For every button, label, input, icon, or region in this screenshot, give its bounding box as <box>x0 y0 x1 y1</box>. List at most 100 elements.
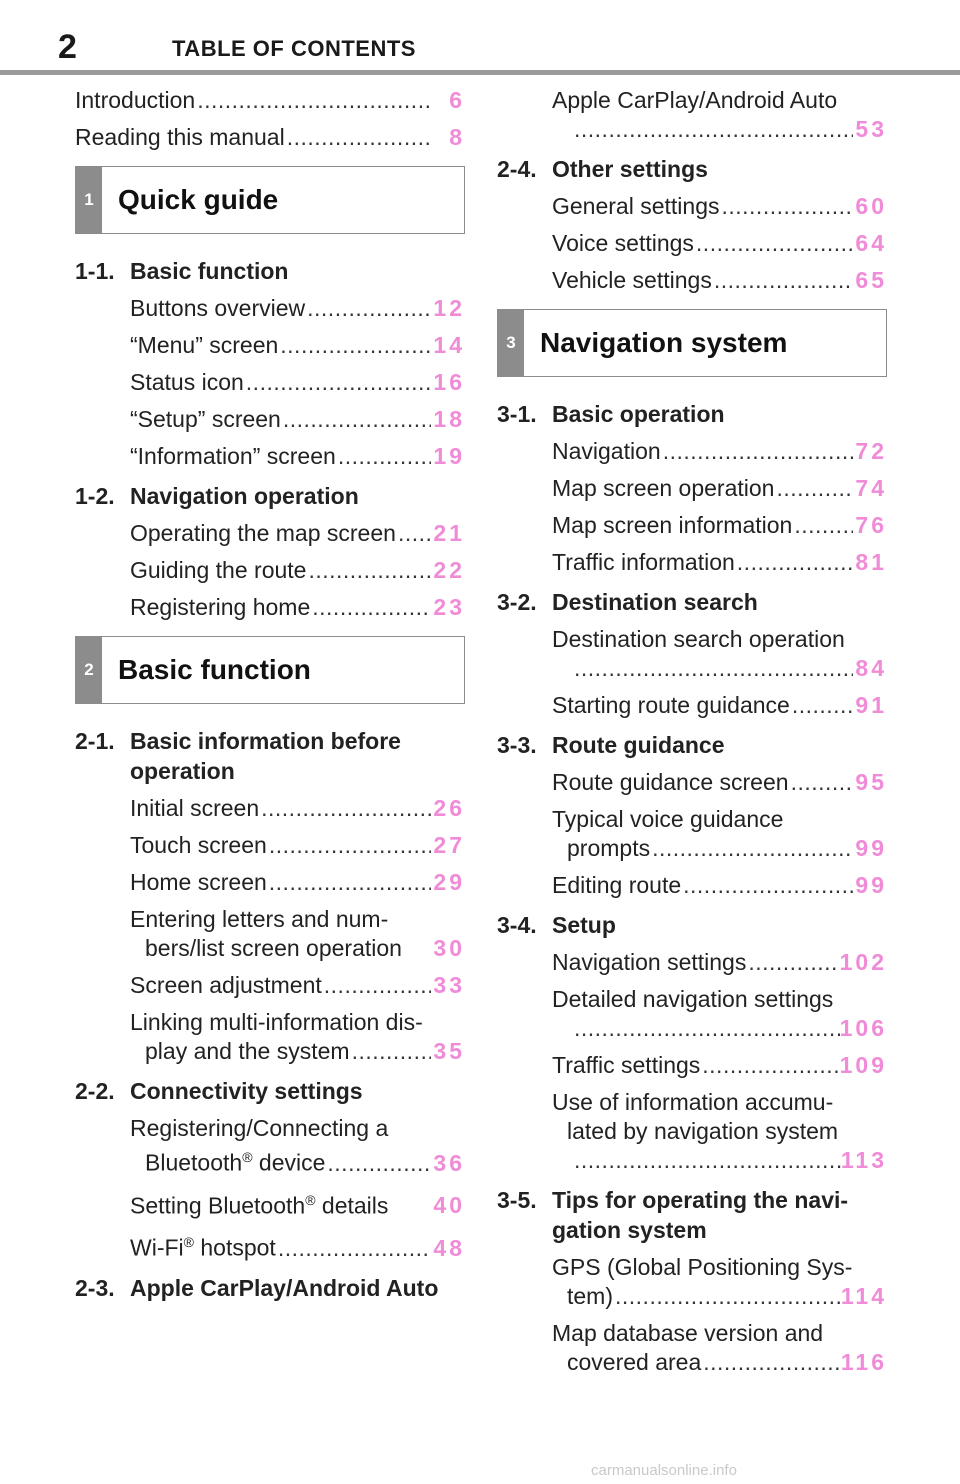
page-link[interactable]: 95 <box>855 769 887 795</box>
page-link[interactable]: 116 <box>840 1349 887 1375</box>
chapter-tab: 2 <box>76 637 102 703</box>
toc-entry[interactable]: “Setup” screen18 <box>75 405 465 434</box>
toc-entry[interactable]: Registering/Connecting a Bluetooth® devi… <box>75 1114 465 1178</box>
toc-entry-introduction[interactable]: Introduction 6 <box>75 86 465 115</box>
page-link[interactable]: 6 <box>449 87 465 113</box>
page-link[interactable]: 99 <box>855 872 887 898</box>
chapter-1-box[interactable]: 1 Quick guide <box>75 166 465 234</box>
page-number: 2 <box>58 28 77 66</box>
page-link[interactable]: 12 <box>433 295 465 321</box>
toc-entry[interactable]: Linking multi-information dis- play and … <box>75 1008 465 1066</box>
toc-entry[interactable]: Operating the map screen21 <box>75 519 465 548</box>
toc-entry[interactable]: Map screen operation74 <box>497 474 887 503</box>
toc-entry[interactable]: Apple CarPlay/Android Auto 53 <box>497 86 887 144</box>
page-link[interactable]: 72 <box>855 438 887 464</box>
toc-entry[interactable]: Traffic settings109 <box>497 1051 887 1080</box>
page-link[interactable]: 106 <box>839 1015 887 1041</box>
toc-entry[interactable]: Registering home23 <box>75 593 465 622</box>
page-link[interactable]: 14 <box>433 332 465 358</box>
page-link[interactable]: 16 <box>433 369 465 395</box>
toc-entry[interactable]: “Menu” screen14 <box>75 331 465 360</box>
page-link[interactable]: 26 <box>433 795 465 821</box>
toc-entry[interactable]: Voice settings64 <box>497 229 887 258</box>
page-link[interactable]: 18 <box>433 406 465 432</box>
right-column: Apple CarPlay/Android Auto 53 2-4.Other … <box>497 86 887 1385</box>
section-heading: 1-2.Navigation operation <box>75 483 359 509</box>
header-title: TABLE OF CONTENTS <box>172 36 416 61</box>
page-link[interactable]: 35 <box>433 1038 465 1064</box>
page-link[interactable]: 65 <box>855 267 887 293</box>
page-link[interactable]: 29 <box>433 869 465 895</box>
toc-entry[interactable]: Destination search operation 84 <box>497 625 887 683</box>
toc-entry[interactable]: “Information” screen19 <box>75 442 465 471</box>
page-link[interactable]: 99 <box>855 835 887 861</box>
toc-entry[interactable]: Typical voice guidance prompts99 <box>497 805 887 863</box>
toc-entry[interactable]: Navigation settings102 <box>497 948 887 977</box>
page-link[interactable]: 22 <box>433 557 465 583</box>
toc-entry[interactable]: Detailed navigation settings 106 <box>497 985 887 1043</box>
section-heading: 2-1.Basic information before operation <box>75 728 401 784</box>
page-link[interactable]: 76 <box>855 512 887 538</box>
entry-label: Introduction <box>75 87 196 113</box>
toc-entry[interactable]: Buttons overview12 <box>75 294 465 323</box>
page-link[interactable]: 91 <box>855 692 887 718</box>
section-heading: 1-1.Basic function <box>75 258 289 284</box>
toc-entry[interactable]: Vehicle settings65 <box>497 266 887 295</box>
toc-entry[interactable]: Editing route99 <box>497 871 887 900</box>
page-link[interactable]: 53 <box>855 116 887 142</box>
toc-entry[interactable]: Initial screen26 <box>75 794 465 823</box>
page-link[interactable]: 36 <box>433 1149 465 1176</box>
page-link[interactable]: 64 <box>855 230 887 256</box>
page-link[interactable]: 21 <box>433 520 465 546</box>
page-link[interactable]: 60 <box>855 193 887 219</box>
section-heading: 3-4.Setup <box>497 912 616 938</box>
chapter-2-box[interactable]: 2 Basic function <box>75 636 465 704</box>
toc-entry[interactable]: Map screen information76 <box>497 511 887 540</box>
section-heading: 2-2.Connectivity settings <box>75 1078 363 1104</box>
toc-entry[interactable]: Guiding the route22 <box>75 556 465 585</box>
page-link[interactable]: 109 <box>839 1052 887 1078</box>
page-link[interactable]: 48 <box>433 1234 465 1261</box>
chapter-tab: 1 <box>76 167 102 233</box>
page-link[interactable]: 27 <box>433 832 465 858</box>
toc-entry[interactable]: Traffic information81 <box>497 548 887 577</box>
toc-entry[interactable]: Map database version and covered area116 <box>497 1319 887 1377</box>
page-link[interactable]: 40 <box>433 1192 465 1219</box>
page-link[interactable]: 19 <box>433 443 465 469</box>
page-link[interactable]: 113 <box>840 1147 887 1173</box>
page-link[interactable]: 114 <box>840 1283 887 1309</box>
section-heading: 3-2.Destination search <box>497 589 758 615</box>
toc-entry[interactable]: Entering letters and num- bers/list scre… <box>130 906 465 961</box>
toc-entry[interactable]: General settings60 <box>497 192 887 221</box>
toc-entry[interactable]: Wi-Fi® hotspot48 <box>75 1228 465 1263</box>
section-heading: 2-4.Other settings <box>497 156 708 182</box>
page-link[interactable]: 23 <box>433 594 465 620</box>
toc-entry[interactable]: Screen adjustment33 <box>75 971 465 1000</box>
page-link[interactable]: 81 <box>855 549 887 575</box>
toc-entry[interactable]: Use of information accumu- lated by navi… <box>497 1088 887 1175</box>
header-rule <box>0 70 960 75</box>
chapter-title: Navigation system <box>540 327 788 358</box>
page-link[interactable]: 84 <box>855 655 887 681</box>
page-header: 2 TABLE OF CONTENTS <box>0 0 960 76</box>
toc-entry[interactable]: Navigation72 <box>497 437 887 466</box>
toc-entry[interactable]: Home screen29 <box>75 868 465 897</box>
page-link[interactable]: 74 <box>855 475 887 501</box>
chapter-title: Quick guide <box>118 184 279 215</box>
page-link[interactable]: 30 <box>433 935 465 961</box>
page-link[interactable]: 8 <box>449 124 465 150</box>
toc-entry[interactable]: GPS (Global Positioning Sys- tem)114 <box>497 1253 887 1311</box>
chapter-3-box[interactable]: 3 Navigation system <box>497 309 887 377</box>
toc-entry-reading-manual[interactable]: Reading this manual8 <box>75 123 465 152</box>
toc-entry[interactable]: Touch screen27 <box>75 831 465 860</box>
toc-entry[interactable]: Status icon16 <box>75 368 465 397</box>
section-heading: 3-3.Route guidance <box>497 732 725 758</box>
toc-entry[interactable]: Route guidance screen95 <box>497 768 887 797</box>
chapter-title: Basic function <box>118 654 311 685</box>
section-heading: 3-1.Basic operation <box>497 401 725 427</box>
page-link[interactable]: 102 <box>839 949 887 975</box>
chapter-tab: 3 <box>498 310 524 376</box>
page-link[interactable]: 33 <box>433 972 465 998</box>
toc-entry[interactable]: Starting route guidance91 <box>497 691 887 720</box>
